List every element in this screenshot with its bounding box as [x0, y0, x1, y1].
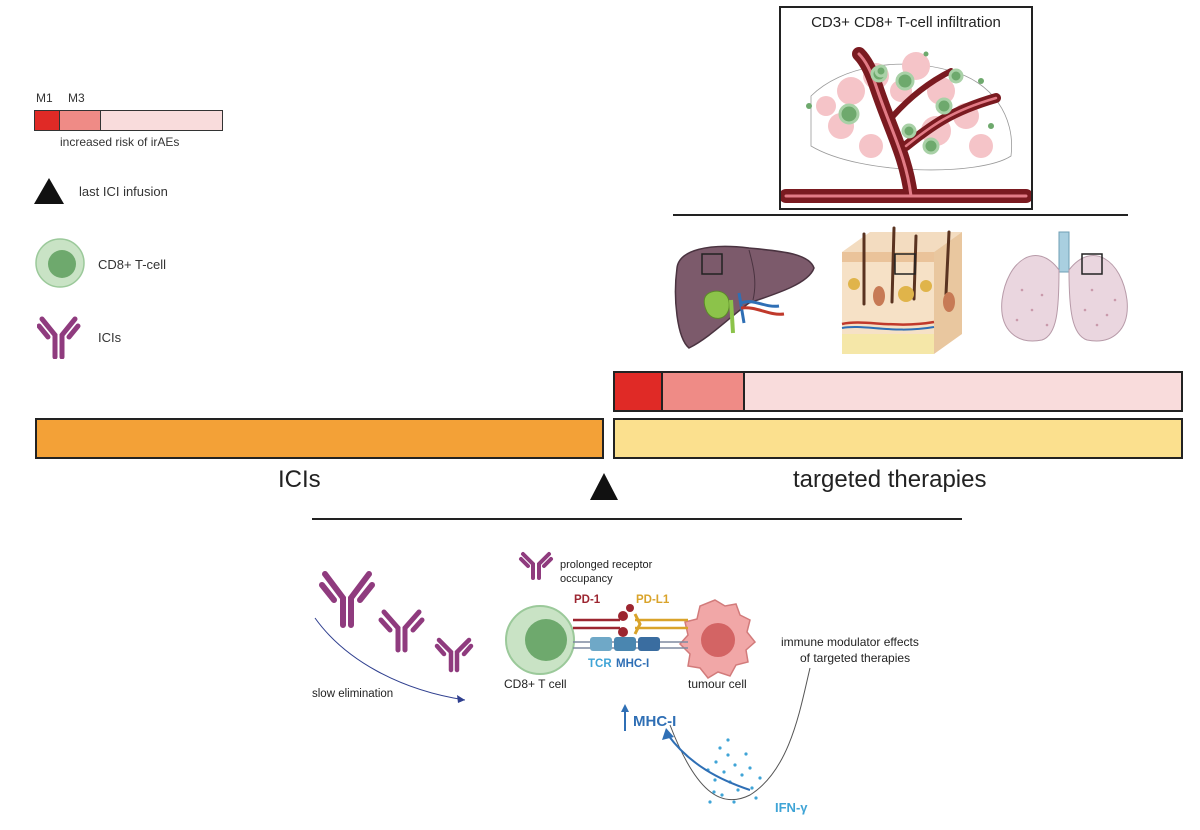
- pdl1-ligand: [633, 613, 688, 635]
- legend-risk-m3: [60, 111, 101, 130]
- pdl1-label: PD-L1: [636, 594, 670, 606]
- pd1-receptor: [573, 604, 634, 637]
- organs-divider: [673, 214, 1128, 216]
- tumour-cell-label: tumour cell: [688, 677, 747, 691]
- liver-icon: [674, 245, 815, 349]
- blood-vessel-icon: [781, 47, 1031, 203]
- cd8-t-cell-label: CD8+ T cell: [504, 677, 567, 691]
- legend-m1-label: M1: [36, 91, 53, 105]
- risk-bar-rest: [745, 373, 1181, 410]
- occupancy-antibody-icon: [519, 552, 553, 580]
- antibody-medium-icon: [378, 609, 425, 653]
- triangle-marker-icon: [34, 178, 64, 204]
- antibody-large-icon: [319, 571, 375, 628]
- mechanism-diagram: slow elimination prolonged receptor occu…: [312, 552, 919, 815]
- lung-icon: [1001, 231, 1128, 342]
- legend-risk-m1: [35, 111, 60, 130]
- legend: M1 M3 increased risk of irAEs last ICI i…: [0, 0, 300, 380]
- immune-modulator-line1: immune modulator effects: [781, 635, 919, 649]
- last-infusion-marker-icon: [590, 473, 618, 500]
- pd1-label: PD-1: [574, 594, 601, 606]
- slow-elimination-label: slow elimination: [312, 688, 393, 700]
- legend-cd8-label: CD8+ T-cell: [98, 257, 167, 272]
- risk-bar-m1: [615, 373, 663, 410]
- mhc1-upregulation-label: MHC-I: [633, 713, 676, 730]
- elimination-arrow: [314, 617, 466, 701]
- skin-icon: [841, 226, 962, 354]
- legend-last-infusion-label: last ICI infusion: [79, 184, 168, 199]
- mechanism-divider: [312, 518, 962, 520]
- antibody-small-icon: [434, 637, 474, 673]
- targeted-therapies-label: targeted therapies: [793, 466, 987, 493]
- ici-timeline-label: ICIs: [278, 466, 321, 493]
- cd8-t-cell-icon: [35, 238, 85, 288]
- legend-ici-label: ICIs: [98, 330, 122, 345]
- legend-risk-rest: [101, 111, 222, 130]
- mhc1-label: MHC-I: [616, 658, 649, 670]
- infiltration-title: CD3+ CD8+ T-cell infiltration: [811, 14, 1001, 31]
- risk-bar: [613, 371, 1183, 412]
- legend-risk-label: increased risk of irAEs: [60, 135, 180, 149]
- targeted-therapy-bar: [613, 418, 1183, 459]
- ifn-gamma-label: IFN-γ: [775, 800, 808, 815]
- tcr-mhc-complex: [573, 637, 688, 651]
- legend-m3-label: M3: [68, 91, 85, 105]
- risk-bar-m3: [663, 373, 745, 410]
- legend-risk-bar: [34, 110, 223, 131]
- prolonged-occupancy-line1: prolonged receptor: [560, 559, 653, 571]
- antibody-icon: [37, 316, 81, 359]
- infiltration-box: CD3+ CD8+ T-cell infiltration: [779, 6, 1033, 210]
- tcr-label: TCR: [588, 658, 612, 670]
- immune-modulator-line2: of targeted therapies: [800, 651, 910, 665]
- ifn-gamma-dots: [706, 738, 762, 804]
- prolonged-occupancy-line2: occupancy: [560, 573, 613, 585]
- ici-bar: [35, 418, 604, 459]
